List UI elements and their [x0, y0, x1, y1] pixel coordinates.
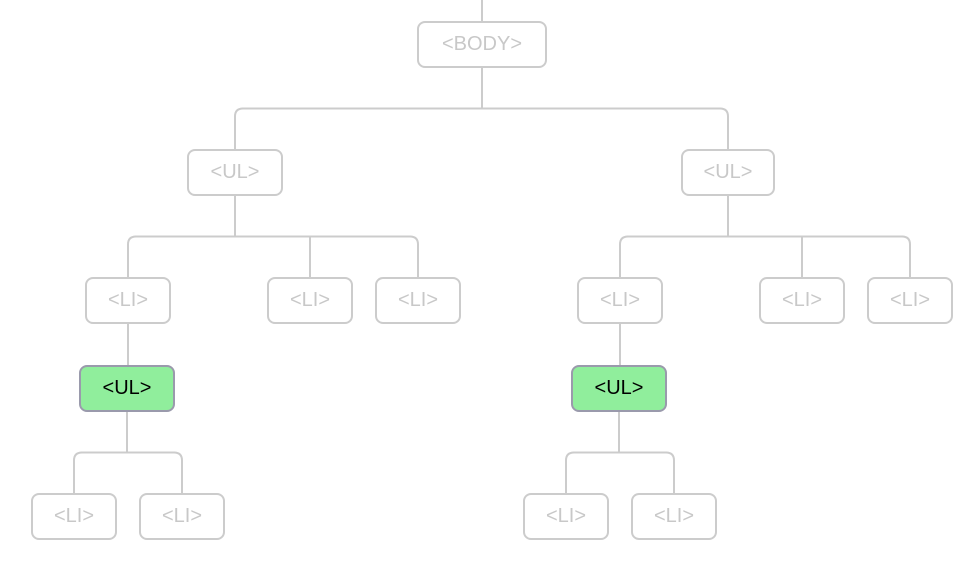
body-node: <BODY> — [417, 21, 547, 68]
ul-node-nested-highlighted: <UL> — [571, 365, 667, 412]
ul-node-nested-highlighted: <UL> — [79, 365, 175, 412]
connector-bus — [565, 451, 675, 493]
li-node: <LI> — [577, 277, 663, 324]
connector-bus — [619, 235, 911, 277]
li-node: <LI> — [631, 493, 717, 540]
li-node: <LI> — [85, 277, 171, 324]
connector-bus — [127, 235, 419, 277]
li-node: <LI> — [139, 493, 225, 540]
connector-bus — [73, 451, 183, 493]
li-node: <LI> — [267, 277, 353, 324]
li-node: <LI> — [31, 493, 117, 540]
li-node: <LI> — [523, 493, 609, 540]
li-node: <LI> — [375, 277, 461, 324]
ul-node-right: <UL> — [681, 149, 775, 196]
li-node: <LI> — [867, 277, 953, 324]
li-node: <LI> — [759, 277, 845, 324]
connector-bus — [234, 107, 729, 149]
ul-node-left: <UL> — [187, 149, 283, 196]
